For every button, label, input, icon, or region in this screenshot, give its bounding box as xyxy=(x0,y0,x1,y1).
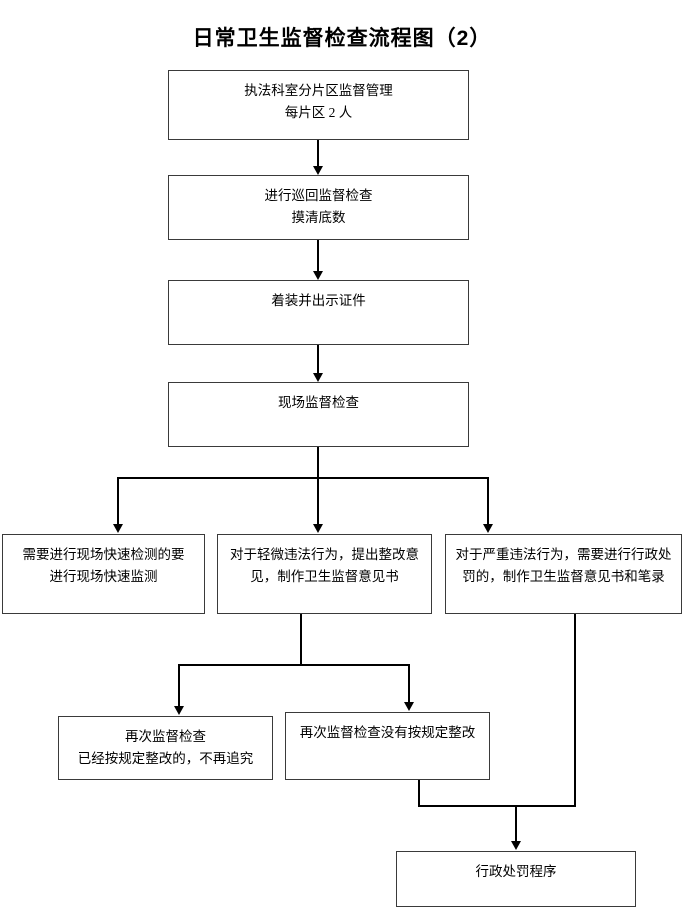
arrowhead-n8 xyxy=(174,706,184,715)
arrowhead-n7 xyxy=(483,524,493,533)
connector-bus-n9 xyxy=(408,664,410,704)
flow-node-4-line-1: 现场监督检查 xyxy=(278,395,359,410)
connector-bus-n5 xyxy=(117,477,119,526)
flow-node-8-line-2: 已经按规定整改的，不再追究 xyxy=(77,751,254,767)
arrowhead-n10 xyxy=(511,841,521,850)
flow-node-2: 进行巡回监督检查 摸清底数 xyxy=(168,175,469,240)
merge-bus-row5 xyxy=(418,805,576,807)
flow-node-6-line-1: 对于轻微违法行为，提出整改意 xyxy=(230,547,419,562)
connector-bus-n8 xyxy=(178,664,180,708)
connector-bus-n7 xyxy=(487,477,489,526)
split-bus-row3 xyxy=(117,477,489,479)
connector-n9-merge xyxy=(418,780,420,807)
flow-node-6: 对于轻微违法行为，提出整改意 见，制作卫生监督意见书 xyxy=(217,534,432,614)
flow-node-7-line-1: 对于严重违法行为，需要进行行政处 xyxy=(455,547,672,562)
flow-node-2-line-2: 摸清底数 xyxy=(291,210,346,226)
connector-bus-n6 xyxy=(317,477,319,526)
flow-node-1: 执法科室分片区监督管理 每片区 2 人 xyxy=(168,70,469,140)
flow-node-3: 着装并出示证件 xyxy=(168,280,469,345)
flow-node-5: 需要进行现场快速检测的要 进行现场快速监测 xyxy=(2,534,205,614)
connector-n3-n4 xyxy=(317,345,319,374)
flow-node-8-line-1: 再次监督检查 xyxy=(125,729,206,744)
flow-node-3-line-1: 着装并出示证件 xyxy=(271,293,366,308)
flow-node-7-line-2: 罚的，制作卫生监督意见书和笔录 xyxy=(462,569,665,585)
flow-node-5-line-2: 进行现场快速监测 xyxy=(49,569,158,585)
arrowhead-n4 xyxy=(313,373,323,382)
connector-n2-n3 xyxy=(317,240,319,272)
flow-node-7: 对于严重违法行为，需要进行行政处 罚的，制作卫生监督意见书和笔录 xyxy=(445,534,682,614)
arrowhead-n2 xyxy=(313,166,323,175)
flow-node-1-line-2: 每片区 2 人 xyxy=(284,105,353,121)
arrowhead-n5 xyxy=(113,524,123,533)
connector-n4-bus-stem xyxy=(317,447,319,479)
connector-merge-n10 xyxy=(515,805,517,843)
page-title: 日常卫生监督检查流程图（2） xyxy=(192,27,492,50)
flow-node-9: 再次监督检查没有按规定整改 xyxy=(285,712,490,780)
split-bus-row4 xyxy=(178,664,410,666)
flow-node-5-line-1: 需要进行现场快速检测的要 xyxy=(22,547,185,562)
flow-node-1-line-1: 执法科室分片区监督管理 xyxy=(244,83,393,98)
arrowhead-n6 xyxy=(313,524,323,533)
flow-node-9-line-1: 再次监督检查没有按规定整改 xyxy=(299,725,476,740)
connector-n1-n2 xyxy=(317,140,319,167)
flow-node-10-line-1: 行政处罚程序 xyxy=(475,864,557,879)
flow-node-10: 行政处罚程序 xyxy=(396,851,636,907)
flow-node-2-line-1: 进行巡回监督检查 xyxy=(264,188,373,203)
arrowhead-n9 xyxy=(404,702,414,711)
connector-n6-bus-stem xyxy=(300,614,302,666)
connector-n7-merge xyxy=(574,614,576,807)
arrowhead-n3 xyxy=(313,271,323,280)
flow-node-4: 现场监督检查 xyxy=(168,382,469,447)
flow-node-6-line-2: 见，制作卫生监督意见书 xyxy=(250,569,399,585)
flow-node-8: 再次监督检查 已经按规定整改的，不再追究 xyxy=(58,716,273,780)
